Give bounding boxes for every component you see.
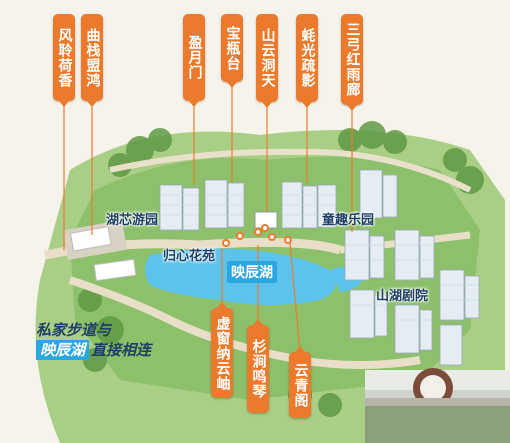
callout-yingyue: 盈月门	[183, 14, 205, 107]
callout-quzhan: 曲栈盟鸿	[81, 14, 103, 107]
zone-label-guixin: 归心花苑	[163, 249, 216, 264]
caption-line2: 映辰湖直接相连	[36, 340, 151, 360]
callout-shanjian-label: 杉涧鸣琴	[250, 339, 267, 399]
callout-baoping-label: 宝瓶台	[224, 25, 241, 71]
callout-shanyun: 山云洞天	[256, 14, 278, 108]
callout-yunqing: 云青阁	[289, 346, 311, 418]
caption-highlight: 映辰湖	[36, 340, 90, 360]
tree-clusters	[78, 121, 484, 417]
callout-fengling-label: 风聆荷香	[56, 27, 73, 88]
lake-label: 映辰湖	[227, 261, 277, 283]
tower-buildings	[159, 169, 480, 366]
zone-label-shanhu: 山湖剧院	[376, 289, 429, 304]
zone-label-tongqu: 童趣乐园	[322, 213, 375, 228]
caption-line2-rest: 直接相连	[91, 341, 152, 359]
leader-lines	[63, 82, 353, 353]
caption-line1: 私家步道与	[36, 321, 112, 339]
callout-sangong-label: 三弓红雨廊	[344, 22, 361, 97]
zone-label-huxin: 湖芯游园	[106, 213, 159, 228]
callout-yingguang-label: 蚝光疏影	[299, 28, 316, 88]
callout-yunqing-label: 云青阁	[292, 362, 309, 408]
caption: 私家步道与 映辰湖直接相连	[36, 320, 151, 360]
callout-shanyun-label: 山云洞天	[259, 28, 276, 88]
callout-shanjian: 杉涧鸣琴	[247, 319, 269, 413]
callout-xuchuang: 虚窗纳云岫	[211, 302, 233, 398]
callout-baoping: 宝瓶台	[221, 14, 243, 88]
callout-fengling: 风聆荷香	[53, 14, 75, 107]
poi-markers	[222, 224, 292, 247]
callout-sangong: 三弓红雨廊	[341, 14, 363, 111]
callout-yingyue-label: 盈月门	[186, 35, 203, 80]
callout-yingguang: 蚝光疏影	[296, 14, 318, 108]
callout-quzhan-label: 曲栈盟鸿	[84, 27, 101, 88]
callout-xuchuang-label: 虚窗纳云岫	[214, 315, 231, 391]
